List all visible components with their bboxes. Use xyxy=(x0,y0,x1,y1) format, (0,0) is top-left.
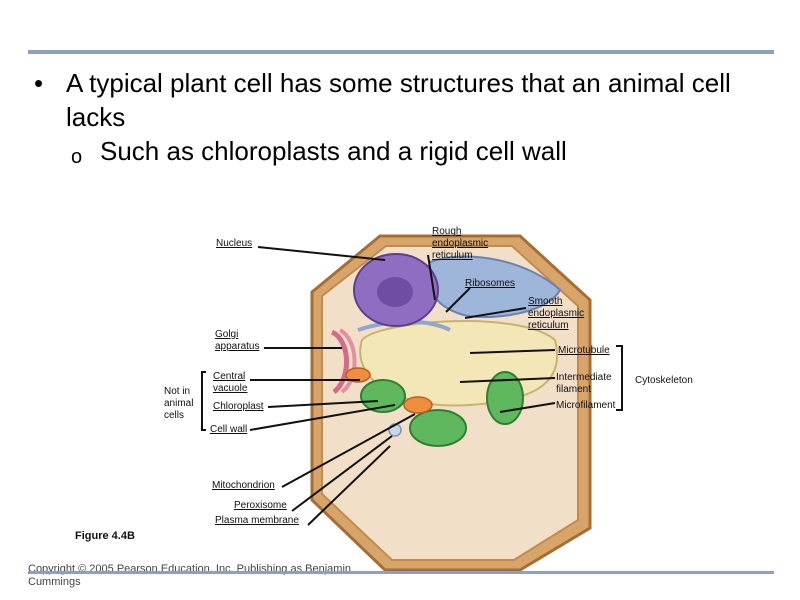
label-plasma-membrane: Plasma membrane xyxy=(215,515,299,526)
bullet-2-text: Such as chloroplasts and a rigid cell wa… xyxy=(100,136,567,166)
not-in-animal-bracket xyxy=(201,371,206,431)
chloroplast-shape xyxy=(360,379,406,413)
label-intermediate-filament: Intermediate filament xyxy=(556,372,612,395)
label-central-vacuole: Central vacuole xyxy=(213,371,248,394)
leader-lines xyxy=(249,246,556,526)
mitochondrion-shape xyxy=(403,396,433,414)
label-cytoskeleton: Cytoskeleton xyxy=(635,375,693,386)
bottom-divider xyxy=(28,571,774,574)
label-cell-wall: Cell wall xyxy=(210,424,248,435)
bullet-2: o Such as chloroplasts and a rigid cell … xyxy=(34,134,774,168)
bullet-marker: • xyxy=(34,68,44,98)
label-microtubule: Microtubule xyxy=(558,345,610,356)
label-smooth-er: Smooth endoplasmic reticulum xyxy=(528,296,585,331)
copyright-text: Copyright © 2005 Pearson Education, Inc.… xyxy=(28,563,352,588)
label-chloroplast: Chloroplast xyxy=(213,401,264,412)
label-rough-er: Rough endoplasmic reticulum xyxy=(432,226,489,261)
label-peroxisome: Peroxisome xyxy=(234,500,287,511)
label-mitochondrion: Mitochondrion xyxy=(212,480,275,491)
figure-caption: Figure 4.4B xyxy=(75,530,135,542)
bullet-1: • A typical plant cell has some structur… xyxy=(34,66,774,134)
label-nucleus: Nucleus xyxy=(216,238,253,249)
mitochondrion-shape-2 xyxy=(345,367,371,383)
er-shape xyxy=(426,255,562,318)
top-divider xyxy=(28,50,774,54)
label-ribosomes: Ribosomes xyxy=(465,278,516,289)
label-not-in-animal-cells: Not in animal cells xyxy=(164,386,194,421)
chloroplast-shape-2 xyxy=(409,409,467,447)
label-golgi: Golgi apparatus xyxy=(215,329,260,352)
label-microfilament: Microfilament xyxy=(556,400,616,411)
bullet-1-text: A typical plant cell has some structures… xyxy=(66,68,731,132)
nucleolus-shape xyxy=(377,277,413,307)
chloroplast-shape-3 xyxy=(486,371,524,425)
cytoskeleton-bracket xyxy=(616,345,623,411)
slide-text: • A typical plant cell has some structur… xyxy=(34,66,774,168)
sub-bullet-marker: o xyxy=(71,146,83,168)
golgi-stack xyxy=(338,328,357,394)
golgi-shape xyxy=(330,329,349,394)
